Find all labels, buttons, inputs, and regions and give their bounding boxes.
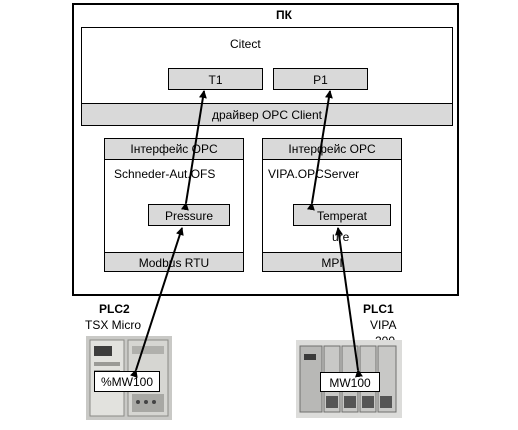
plc1-register[interactable]: MW100 [320,372,380,392]
opc-tag-temperature[interactable]: Temperat [293,204,391,226]
plc2-register[interactable]: %MW100 [94,371,160,392]
opc-server-right-interface-label: Інтерфейс OPC [288,142,376,156]
opc-tag-pressure-label: Pressure [164,209,214,223]
opc-client-driver-label: драйвер OPC Client [212,108,322,122]
opc-tag-temperature-line1: Temperat [316,209,368,223]
mpi-label: MPI [321,256,343,270]
opc-server-left-interface-label: Інтерфейс OPC [130,142,218,156]
opc-client-driver-bar: драйвер OPC Client [81,103,453,126]
citect-title: Citect [230,37,261,51]
plc2-register-label: %MW100 [100,375,153,389]
plc1-register-label: MW100 [329,376,371,390]
opc-tag-temperature-line2: ure [332,230,350,244]
opc-server-right-interface-bar: Інтерфейс OPC [262,138,402,160]
opc-server-left-interface-bar: Інтерфейс OPC [104,138,244,160]
opc-server-right-name: VIPA.OPCServer [268,167,360,181]
opc-tag-pressure[interactable]: Pressure [148,204,230,226]
plc1-model-line1: VIPA [370,318,397,332]
modbus-rtu-label: Modbus RTU [138,256,210,270]
citect-tag-t1-label: T1 [208,73,223,87]
citect-tag-p1[interactable]: P1 [273,68,368,90]
pc-title: ПК [276,8,292,22]
plc1-name: PLC1 [363,302,394,316]
citect-tag-p1-label: P1 [313,73,328,87]
mpi-bar: MPI [262,252,402,272]
plc2-model: TSX Micro [85,318,142,332]
opc-server-left-name: Schneder-Aut.OFS [114,167,216,181]
plc2-name: PLC2 [99,302,130,316]
citect-tag-t1[interactable]: T1 [168,68,263,90]
modbus-rtu-bar: Modbus RTU [104,252,244,272]
